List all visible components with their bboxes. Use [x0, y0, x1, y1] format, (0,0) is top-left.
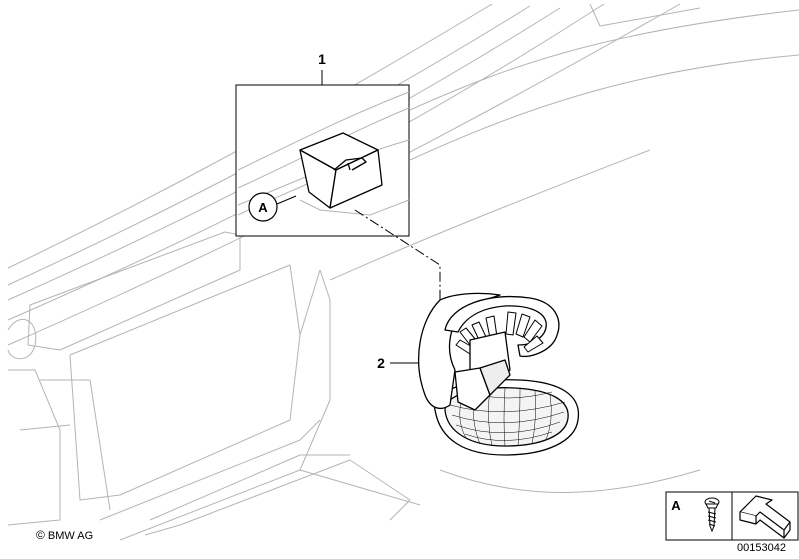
screw-icon — [704, 497, 720, 533]
detail-box: A — [235, 84, 410, 237]
copyright-notice: © BMW AG — [36, 528, 93, 542]
legend-marker-label: A — [671, 498, 681, 513]
detail-marker-circle — [248, 192, 278, 222]
part-2-cup-holder-shape — [418, 292, 580, 456]
arrow-icon — [739, 495, 791, 539]
copyright-text: BMW AG — [47, 530, 94, 542]
callout-2-label: 2 — [377, 355, 385, 371]
copyright-symbol: © — [36, 528, 45, 542]
detail-marker-label: A — [258, 200, 268, 215]
callout-1-label: 1 — [318, 51, 326, 67]
document-number: 00153042 — [737, 542, 786, 554]
dashboard-outline — [7, 3, 799, 541]
legend: A — [665, 491, 799, 541]
part-1-clip-shape — [299, 132, 383, 209]
